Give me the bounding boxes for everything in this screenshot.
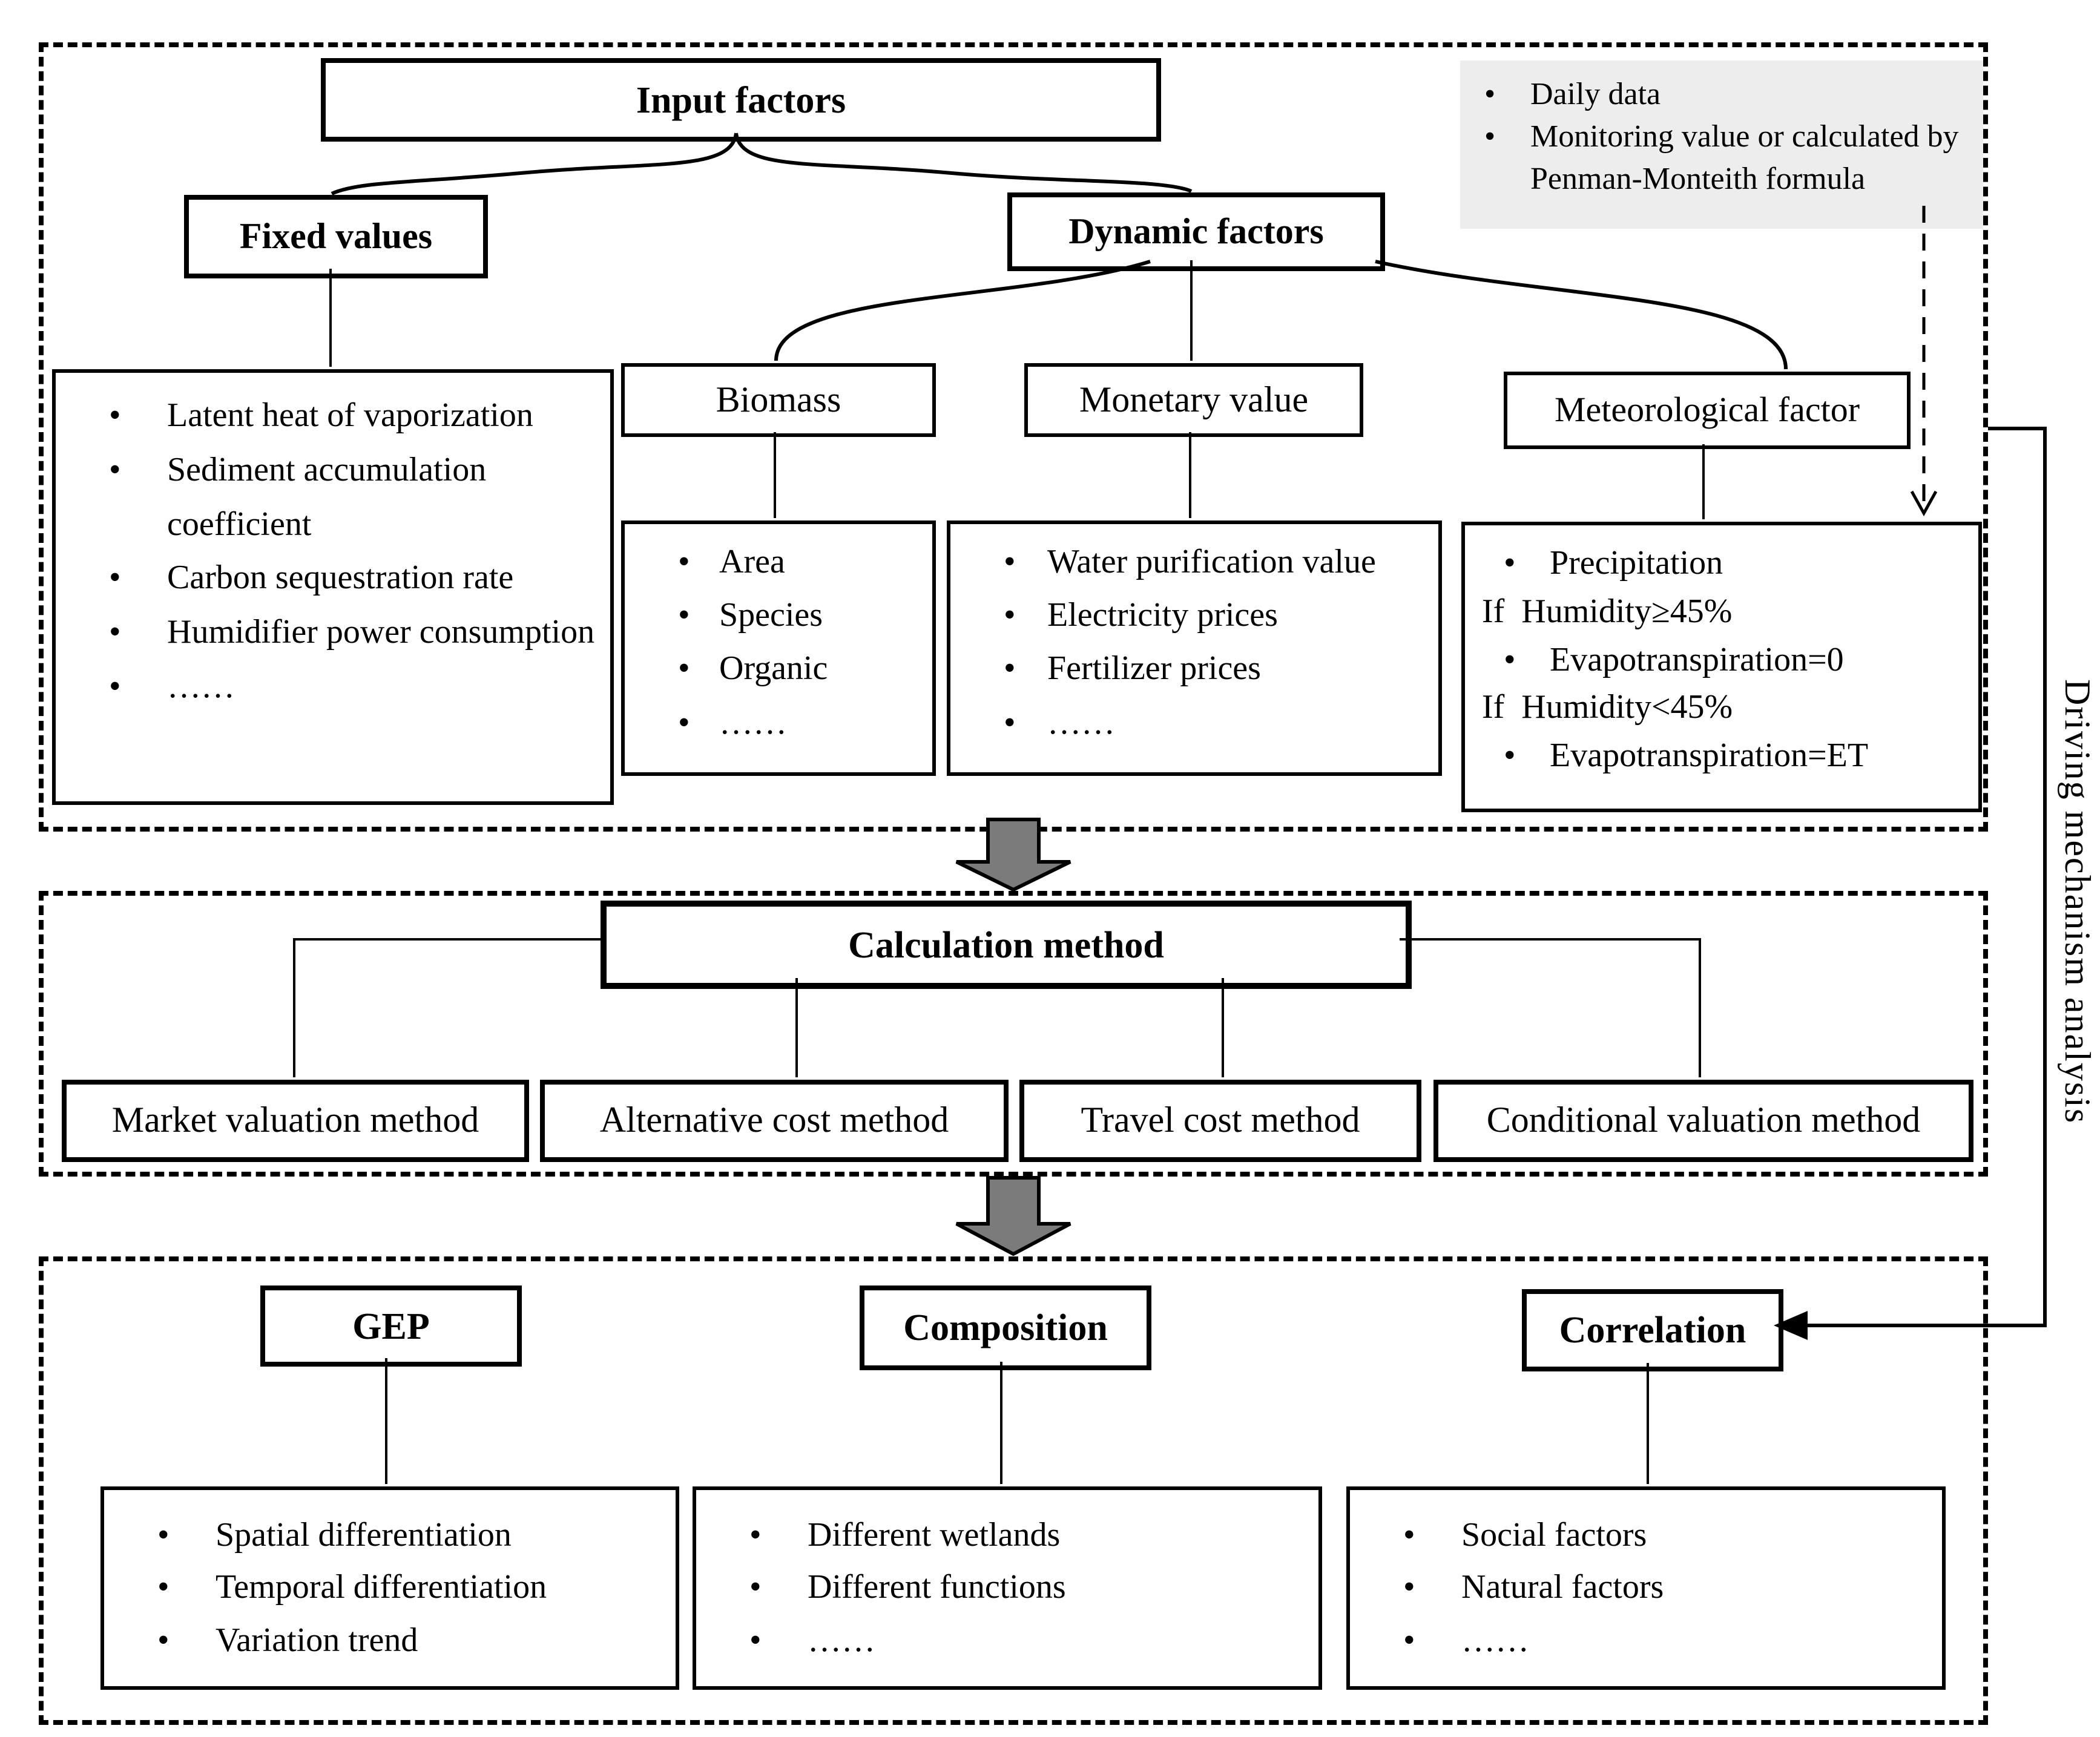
correlation-box: Correlation	[1522, 1289, 1783, 1371]
composition-list: Different wetlands Different functions ……	[696, 1509, 1318, 1667]
method-label: Conditional valuation method	[1486, 1100, 1921, 1140]
list-item: Area	[625, 536, 920, 590]
list-item: ……	[56, 661, 598, 715]
correlation-label: Correlation	[1559, 1308, 1746, 1351]
driving-mechanism-label: Driving mechanism analysis	[2057, 679, 2097, 1125]
list-item: Spatial differentiation	[104, 1509, 663, 1563]
dynamic-factors-label: Dynamic factors	[1068, 211, 1324, 251]
list-item: Organic	[625, 643, 920, 697]
meteorological-detail-box: Precipitation If Humidity≥45% Evapotrans…	[1461, 522, 1982, 812]
note-list: Daily data Monitoring value or calculate…	[1467, 73, 1969, 200]
list-item: Fertilizer prices	[950, 643, 1426, 697]
list-item: Different functions	[696, 1562, 1306, 1615]
list-item: Evapotranspiration=0	[1477, 636, 1969, 685]
condition-line: If Humidity≥45%	[1482, 593, 1733, 631]
list-item: Humidifier power consumption	[56, 606, 598, 661]
list-item: Precipitation	[1477, 540, 1969, 588]
biomass-label: Biomass	[716, 379, 841, 419]
note-item: Monitoring value or calculated by Penman…	[1467, 115, 1969, 200]
gep-label: GEP	[352, 1304, 430, 1347]
list-item: Carbon sequestration rate	[56, 553, 598, 607]
dynamic-factors-box: Dynamic factors	[1007, 192, 1385, 271]
correlation-detail-box: Social factors Natural factors ……	[1346, 1486, 1946, 1690]
list-item: Temporal differentiation	[104, 1562, 663, 1615]
list-item: Evapotranspiration=ET	[1477, 732, 1969, 781]
correlation-list: Social factors Natural factors ……	[1350, 1509, 1942, 1667]
monetary-list: Water purification value Electricity pri…	[950, 536, 1438, 750]
biomass-detail-box: Area Species Organic ……	[621, 520, 936, 776]
note-box: Daily data Monitoring value or calculate…	[1460, 61, 1983, 229]
gep-detail-box: Spatial differentiation Temporal differe…	[100, 1486, 679, 1690]
condition-line: If Humidity<45%	[1482, 689, 1733, 727]
fixed-values-detail-box: Latent heat of vaporization Sediment acc…	[52, 369, 614, 805]
travel-cost-method-box: Travel cost method	[1019, 1080, 1421, 1162]
composition-box: Composition	[860, 1286, 1151, 1370]
list-item: Electricity prices	[950, 589, 1426, 643]
meteorological-factor-label: Meteorological factor	[1554, 390, 1860, 429]
list-item: ……	[950, 697, 1426, 750]
list-item: ……	[696, 1615, 1306, 1668]
list-item: ……	[1350, 1615, 1930, 1668]
biomass-list: Area Species Organic ……	[625, 536, 932, 750]
conditional-valuation-method-box: Conditional valuation method	[1433, 1080, 1973, 1162]
down-block-arrow-icon	[955, 1176, 1071, 1256]
list-item: Latent heat of vaporization	[56, 390, 598, 444]
gep-box: GEP	[260, 1286, 522, 1367]
fixed-values-box: Fixed values	[184, 195, 488, 278]
list-item: Variation trend	[104, 1615, 663, 1668]
alternative-cost-method-box: Alternative cost method	[540, 1080, 1009, 1162]
method-label: Market valuation method	[111, 1100, 479, 1140]
biomass-box: Biomass	[621, 363, 936, 437]
list-item: ……	[625, 697, 920, 750]
calculation-method-box: Calculation method	[601, 901, 1412, 989]
method-label: Travel cost method	[1081, 1100, 1360, 1140]
list-item: Different wetlands	[696, 1509, 1306, 1563]
gep-list: Spatial differentiation Temporal differe…	[104, 1509, 676, 1667]
fixed-values-list: Latent heat of vaporization Sediment acc…	[56, 390, 610, 715]
list-item: Social factors	[1350, 1509, 1930, 1563]
monetary-value-label: Monetary value	[1079, 379, 1309, 419]
market-valuation-method-box: Market valuation method	[62, 1080, 529, 1162]
list-item: Species	[625, 589, 920, 643]
composition-label: Composition	[903, 1306, 1108, 1348]
fixed-values-label: Fixed values	[239, 216, 433, 256]
composition-detail-box: Different wetlands Different functions ……	[693, 1486, 1322, 1690]
monetary-detail-box: Water purification value Electricity pri…	[947, 520, 1442, 776]
list-item: Water purification value	[950, 536, 1426, 590]
monetary-value-box: Monetary value	[1024, 363, 1363, 437]
note-item: Daily data	[1467, 73, 1969, 115]
input-factors-label: Input factors	[636, 78, 846, 120]
list-item: Natural factors	[1350, 1562, 1930, 1615]
method-label: Alternative cost method	[599, 1100, 949, 1140]
result-section-frame	[39, 1256, 1988, 1725]
meteorological-factor-box: Meteorological factor	[1504, 372, 1911, 449]
input-factors-box: Input factors	[321, 58, 1161, 142]
list-item: Sediment accumulation coefficient	[56, 444, 598, 553]
calculation-method-label: Calculation method	[848, 923, 1164, 965]
